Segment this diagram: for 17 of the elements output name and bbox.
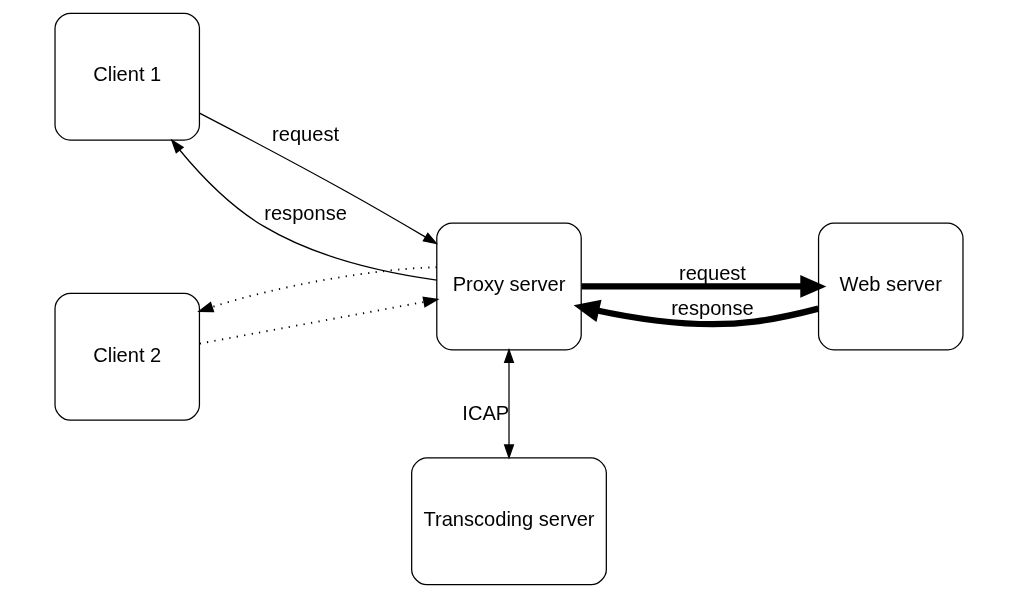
arrow	[170, 138, 437, 281]
edge-label: request	[271, 122, 339, 145]
arrow	[573, 299, 819, 328]
arrow	[198, 296, 440, 345]
arrow	[198, 112, 438, 245]
arrow	[196, 266, 438, 313]
edge-label: request	[678, 261, 746, 284]
node-box: Client 1	[53, 12, 200, 141]
node-box: Proxy server	[435, 222, 582, 351]
arrow	[503, 348, 514, 460]
node-box: Web server	[817, 222, 964, 351]
node-box: Transcoding server	[410, 457, 607, 586]
node-box: Client 2	[53, 292, 200, 421]
edge-label: response	[670, 297, 754, 320]
arrow	[581, 275, 826, 298]
edge-label: ICAP	[461, 401, 509, 424]
edge-label: response	[263, 201, 347, 224]
